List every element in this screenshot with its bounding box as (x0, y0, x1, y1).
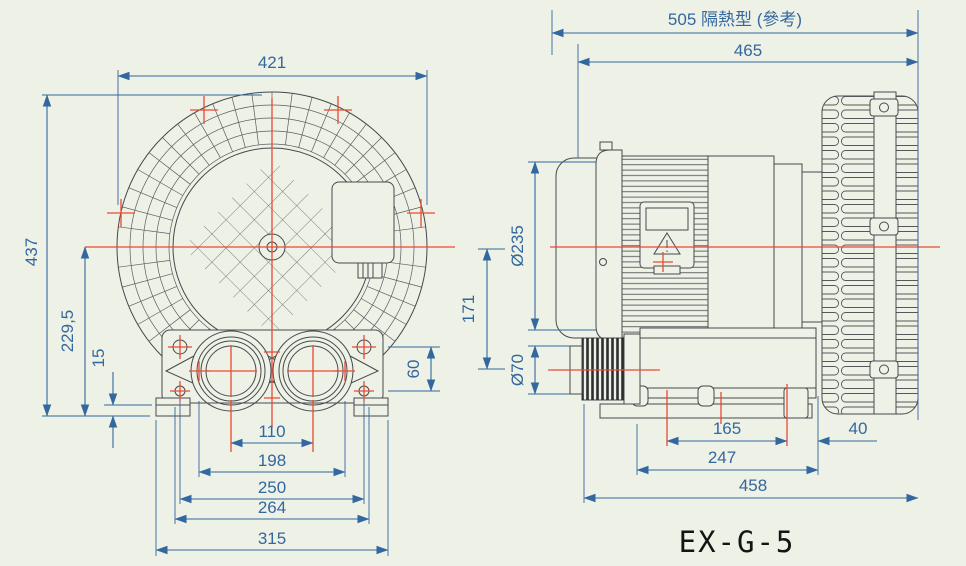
dim-side-axis-to-port: 171 (459, 295, 478, 323)
front-dimensions: 421 437 229,5 15 60 110 198 250 264 315 (22, 53, 440, 556)
dim-side-foot-hole-spacing: 165 (713, 419, 741, 438)
side-cover-connector (357, 262, 383, 279)
dim-side-port-diameter: Ø70 (508, 354, 527, 386)
dim-side-base-length: 458 (739, 476, 767, 495)
dim-side-overall-length: 465 (734, 41, 762, 60)
base-foot (783, 387, 809, 419)
port-threads (582, 338, 624, 400)
lift-lug (599, 141, 613, 151)
dim-front-overall-height: 437 (22, 238, 41, 266)
dim-side-overall-insulated: 505 隔熱型 (參考) (668, 10, 802, 29)
dim-front-hole-span-1: 198 (258, 451, 286, 470)
dim-front-flange-hole-spacing: 60 (404, 360, 423, 379)
port-flange (161, 329, 384, 412)
dim-side-motor-diameter: Ø235 (508, 225, 527, 267)
dim-front-hole-span-2: 250 (258, 478, 286, 497)
base-bracket (697, 385, 715, 407)
side-centerlines (548, 246, 940, 446)
blower-bolt-strip (869, 91, 899, 415)
side-cover (331, 181, 395, 264)
motor-rear-shell (707, 155, 775, 341)
dim-front-axis-to-base: 229,5 (58, 310, 77, 353)
cap-screw (599, 258, 607, 266)
dim-front-port-spacing: 110 (258, 422, 285, 441)
port-nut (623, 333, 641, 405)
dim-front-foot-thickness: 15 (89, 349, 108, 368)
dim-side-foot-span: 247 (708, 448, 736, 467)
motor-front-cap (595, 149, 623, 341)
side-view: 505 隔熱型 (參考) 465 Ø235 171 Ø70 165 40 247… (459, 10, 940, 503)
dim-front-overall-width: 421 (258, 53, 286, 72)
front-feet (155, 397, 389, 417)
dim-front-base-width: 315 (258, 529, 286, 548)
dim-side-rear-overhang: 40 (849, 419, 868, 438)
front-view: 421 437 229,5 15 60 110 198 250 264 315 (22, 53, 455, 556)
model-label: EX-G-5 (679, 525, 796, 559)
side-dimensions: 505 隔熱型 (參考) 465 Ø235 171 Ø70 165 40 247… (459, 10, 919, 503)
warning-triangle-icon (653, 232, 681, 255)
dim-front-flange-width: 264 (258, 498, 286, 517)
terminal-box (639, 201, 695, 275)
front-centerlines (85, 96, 455, 452)
